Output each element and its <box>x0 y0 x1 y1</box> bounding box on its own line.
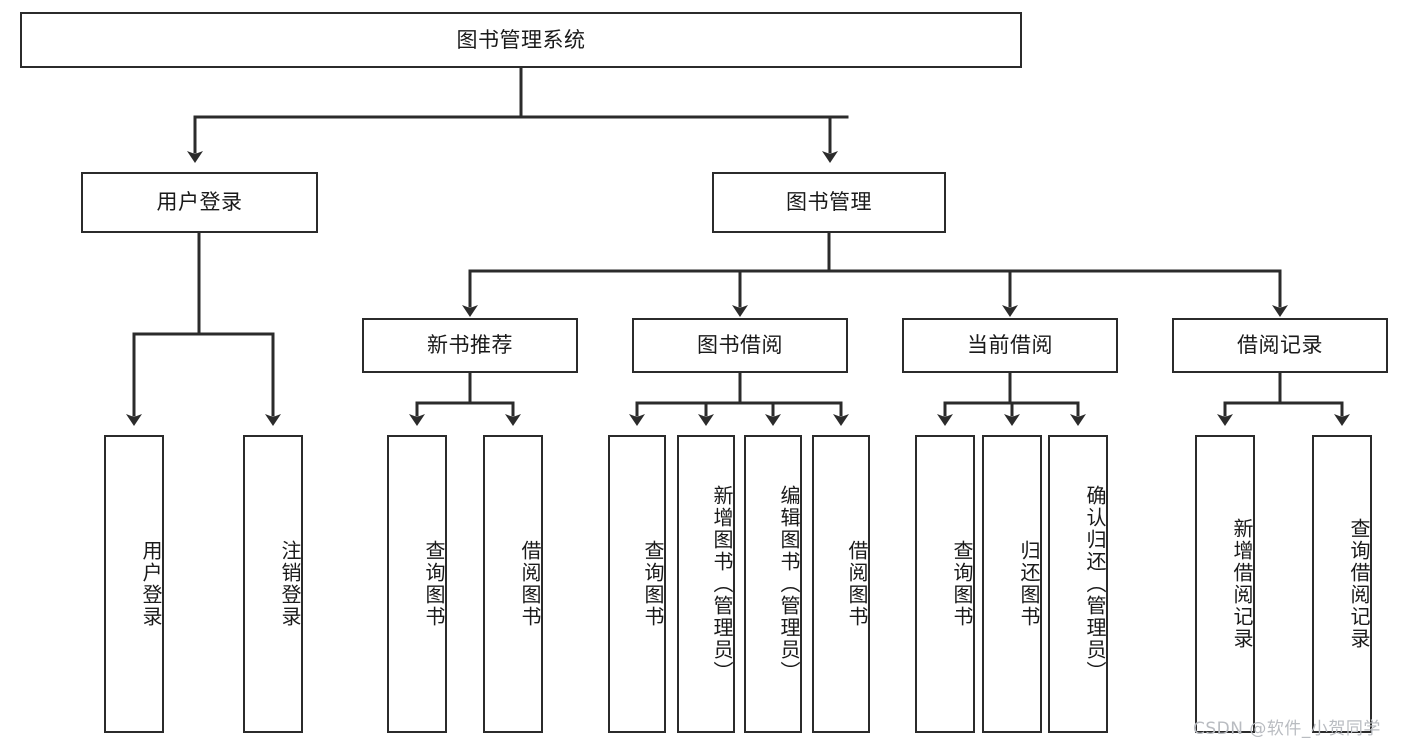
node-leaf-borrow-book-2-label: 借阅图书 <box>845 540 869 628</box>
node-leaf-borrow-book-2[interactable]: 借阅图书 <box>812 435 870 733</box>
node-leaf-add-record-label: 新增借阅记录 <box>1230 518 1254 650</box>
node-book-borrow[interactable]: 图书借阅 <box>632 318 848 373</box>
node-leaf-confirm-return-label: 确认归还（管理员） <box>1083 485 1107 683</box>
node-leaf-query-book-3-label: 查询图书 <box>950 540 974 628</box>
node-current-borrow[interactable]: 当前借阅 <box>902 318 1118 373</box>
node-leaf-add-book[interactable]: 新增图书（管理员） <box>677 435 735 733</box>
node-user-login-label: 用户登录 <box>156 190 243 215</box>
node-borrow-record[interactable]: 借阅记录 <box>1172 318 1388 373</box>
node-new-book-recommend-label: 新书推荐 <box>427 333 513 358</box>
node-leaf-edit-book[interactable]: 编辑图书（管理员） <box>744 435 802 733</box>
node-new-book-recommend[interactable]: 新书推荐 <box>362 318 578 373</box>
node-borrow-record-label: 借阅记录 <box>1237 333 1323 358</box>
node-root[interactable]: 图书管理系统 <box>20 12 1022 68</box>
node-book-borrow-label: 图书借阅 <box>697 333 783 358</box>
node-leaf-logout-login-label: 注销登录 <box>278 540 302 628</box>
node-leaf-borrow-book-1[interactable]: 借阅图书 <box>483 435 543 733</box>
node-book-management[interactable]: 图书管理 <box>712 172 946 233</box>
watermark: CSDN @软件_小贺同学 <box>1193 719 1381 739</box>
node-leaf-return-book[interactable]: 归还图书 <box>982 435 1042 733</box>
node-leaf-query-book-1-label: 查询图书 <box>422 540 446 628</box>
node-leaf-user-login-label: 用户登录 <box>139 540 163 628</box>
node-leaf-logout-login[interactable]: 注销登录 <box>243 435 303 733</box>
node-leaf-borrow-book-1-label: 借阅图书 <box>518 540 542 628</box>
node-book-management-label: 图书管理 <box>786 190 872 215</box>
node-leaf-query-book-3[interactable]: 查询图书 <box>915 435 975 733</box>
node-user-login[interactable]: 用户登录 <box>81 172 318 233</box>
node-leaf-query-book-1[interactable]: 查询图书 <box>387 435 447 733</box>
node-leaf-confirm-return[interactable]: 确认归还（管理员） <box>1048 435 1108 733</box>
node-leaf-query-book-2[interactable]: 查询图书 <box>608 435 666 733</box>
node-leaf-edit-book-label: 编辑图书（管理员） <box>777 485 801 683</box>
node-leaf-query-book-2-label: 查询图书 <box>641 540 665 628</box>
node-leaf-return-book-label: 归还图书 <box>1017 540 1041 628</box>
node-current-borrow-label: 当前借阅 <box>967 333 1053 358</box>
node-leaf-add-record[interactable]: 新增借阅记录 <box>1195 435 1255 733</box>
node-root-label: 图书管理系统 <box>456 27 586 52</box>
node-leaf-user-login[interactable]: 用户登录 <box>104 435 164 733</box>
node-leaf-query-record-label: 查询借阅记录 <box>1347 518 1371 650</box>
node-leaf-add-book-label: 新增图书（管理员） <box>710 485 734 683</box>
node-leaf-query-record[interactable]: 查询借阅记录 <box>1312 435 1372 733</box>
